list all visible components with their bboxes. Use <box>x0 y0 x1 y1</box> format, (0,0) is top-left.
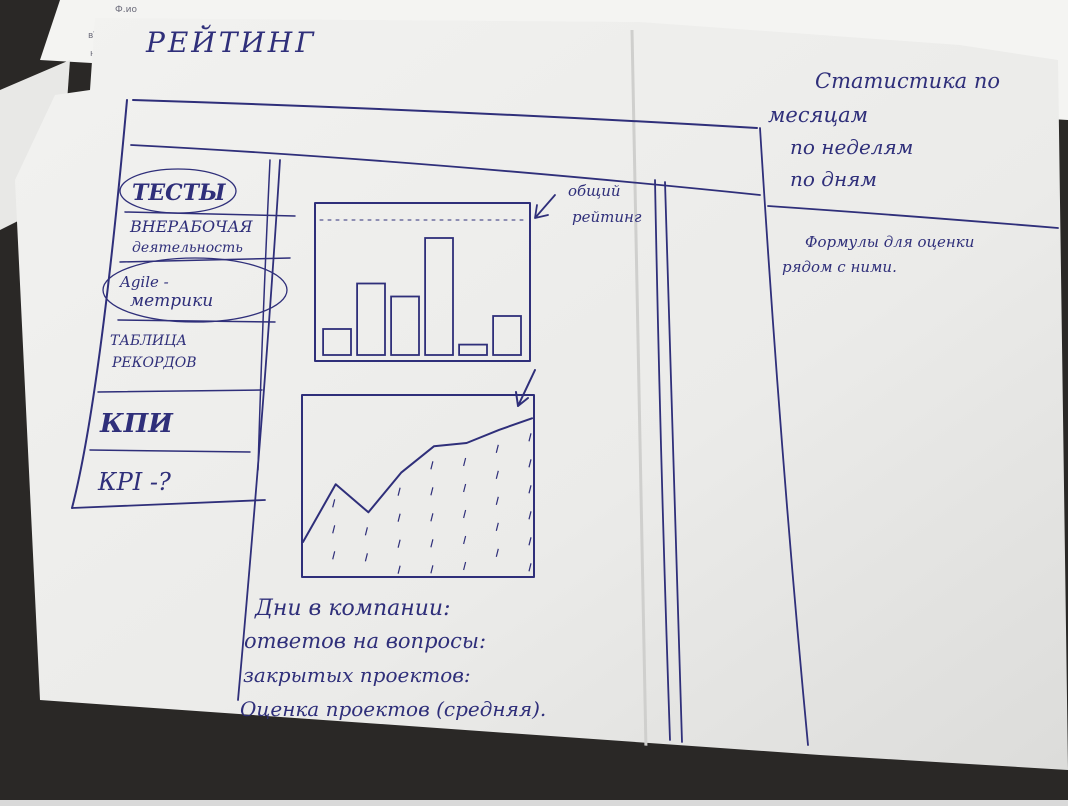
guide-mark <box>528 563 532 572</box>
guide-mark <box>397 539 401 548</box>
right-panel: Статистика по месяцам по неделям по дням… <box>768 69 1000 276</box>
guide-mark <box>528 433 532 442</box>
page-title: РЕЙТИНГ <box>145 25 317 59</box>
wireframe-frame <box>71 99 1059 746</box>
guide-mark <box>528 511 532 520</box>
stats-heading: Статистика по <box>815 69 1000 93</box>
stats-heading-line2: месяцам <box>768 103 868 127</box>
stats-daily[interactable]: по дням <box>790 167 877 191</box>
stats-answers: ответов на вопросы: <box>244 629 486 653</box>
menu-item-kpi[interactable]: КПИ <box>99 409 174 439</box>
menu-item-records[interactable]: ТАБЛИЦА <box>110 333 187 349</box>
guide-mark <box>463 483 467 493</box>
guide-mark <box>364 553 368 562</box>
guide-mark <box>463 457 467 467</box>
guide-mark <box>463 535 467 545</box>
guide-mark <box>495 444 499 453</box>
formula-note-line2: рядом с ними. <box>782 258 897 276</box>
guide-mark <box>397 565 401 574</box>
bar <box>390 295 420 356</box>
guide-mark <box>463 509 467 519</box>
bar <box>356 282 386 356</box>
guide-mark <box>430 461 434 470</box>
bar-chart-annotation-line2: рейтинг <box>572 208 642 226</box>
guide-mark <box>332 499 336 508</box>
guide-mark <box>495 548 499 557</box>
menu-item-records-line2: РЕКОРДОВ <box>111 355 197 371</box>
guide-mark <box>430 565 434 574</box>
guide-mark <box>528 485 532 494</box>
guide-mark <box>397 513 401 522</box>
line-chart-frame <box>301 394 535 578</box>
menu-item-extracurricular-line2: деятельность <box>132 240 243 256</box>
stats-days: Дни в компании: <box>254 596 451 621</box>
bar <box>492 315 522 356</box>
guide-mark <box>397 487 401 496</box>
photo-edge <box>0 700 1068 806</box>
guide-mark <box>495 470 499 479</box>
bar-chart-annotation: общий <box>568 182 621 200</box>
stats-projects: закрытых проектов: <box>243 663 471 687</box>
menu-item-agile-line2: метрики <box>130 291 213 311</box>
bar-chart: общий рейтинг <box>314 182 642 362</box>
guide-mark <box>430 513 434 522</box>
bar <box>322 328 352 356</box>
paper-sheet <box>15 18 1068 770</box>
guide-mark <box>430 487 434 496</box>
guide-mark <box>495 496 499 505</box>
line-chart-trend <box>302 417 533 543</box>
guide-mark <box>528 537 532 546</box>
menu-item-agile[interactable]: Agile - <box>118 273 169 291</box>
guide-mark <box>364 527 368 536</box>
line-chart <box>301 369 536 578</box>
sidebar-menu: ТЕСТЫ ВНЕРАБОЧАЯ деятельность Agile - ме… <box>89 168 296 496</box>
bar-chart-frame <box>314 202 531 362</box>
menu-item-kri[interactable]: КРI -? <box>97 468 171 496</box>
guide-mark <box>528 459 532 468</box>
bar <box>458 343 488 356</box>
menu-item-tests[interactable]: ТЕСТЫ <box>132 180 226 206</box>
guide-mark <box>332 551 336 560</box>
formula-note: Формулы для оценки <box>805 233 974 251</box>
menu-item-extracurricular[interactable]: ВНЕРАБОЧАЯ <box>129 217 254 236</box>
agile-circle <box>102 257 288 323</box>
background-scribble: Ф.ио <box>115 5 137 15</box>
stats-rating: Оценка проектов (средняя). <box>240 697 546 721</box>
guide-mark <box>430 539 434 548</box>
line-chart-guides <box>332 433 532 574</box>
photo-border <box>0 800 1068 806</box>
guide-mark <box>495 522 499 531</box>
bar <box>424 237 454 356</box>
paper-fold <box>630 29 648 751</box>
guide-mark <box>332 525 336 534</box>
bar-chart-bars <box>322 237 522 356</box>
guide-mark <box>463 561 467 571</box>
stats-weekly[interactable]: по неделям <box>790 135 913 159</box>
stats-list: Дни в компании: ответов на вопросы: закр… <box>240 596 546 721</box>
